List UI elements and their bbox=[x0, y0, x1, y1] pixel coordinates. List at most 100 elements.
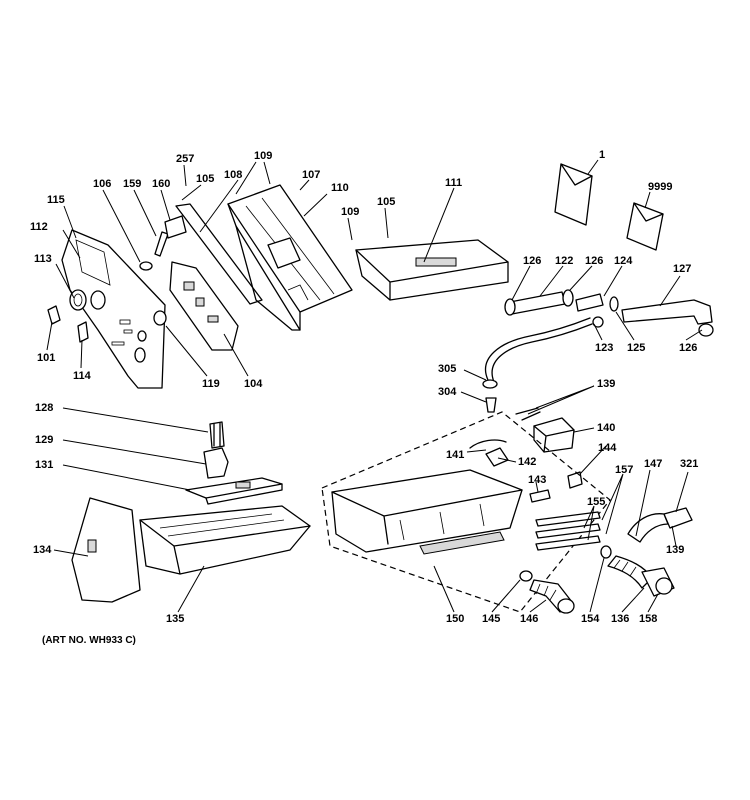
label-150: 150 bbox=[446, 613, 464, 625]
label-145: 145 bbox=[482, 613, 500, 625]
board-160-part bbox=[164, 215, 187, 239]
part-labels: 1 9999 257 109 105 108 107 110 109 106 1… bbox=[30, 149, 698, 646]
label-105b: 105 bbox=[377, 196, 395, 208]
tube-305-part bbox=[484, 317, 591, 381]
envelope-9999-part bbox=[626, 202, 664, 251]
hose-136-part bbox=[607, 555, 653, 589]
label-106: 106 bbox=[93, 178, 111, 190]
label-128: 128 bbox=[35, 402, 53, 414]
label-105a: 105 bbox=[196, 173, 214, 185]
label-154: 154 bbox=[581, 613, 600, 625]
cap-129-part bbox=[203, 447, 229, 479]
manual-envelope-part bbox=[554, 163, 593, 226]
module-140-part bbox=[533, 417, 575, 453]
label-136: 136 bbox=[611, 613, 629, 625]
hose-146-part bbox=[529, 579, 575, 614]
clamp-145-part bbox=[519, 570, 533, 582]
label-115: 115 bbox=[47, 194, 65, 206]
siphon-128-part bbox=[209, 421, 225, 449]
label-159: 159 bbox=[123, 178, 141, 190]
label-104: 104 bbox=[244, 378, 263, 390]
label-124: 124 bbox=[614, 255, 633, 267]
label-158: 158 bbox=[639, 613, 657, 625]
clip-114-part bbox=[77, 321, 89, 343]
label-1: 1 bbox=[599, 149, 605, 161]
ring-106-part bbox=[139, 261, 153, 271]
clamp-126b-part bbox=[562, 289, 574, 307]
label-304: 304 bbox=[438, 386, 457, 398]
label-111: 111 bbox=[445, 177, 462, 189]
art-number: (ART NO. WH933 C) bbox=[42, 635, 136, 646]
clamp-124-part bbox=[609, 296, 619, 312]
fitting-305-part bbox=[482, 379, 498, 389]
label-126c: 126 bbox=[679, 342, 697, 354]
strip-108-part bbox=[175, 203, 263, 305]
label-119: 119 bbox=[202, 378, 220, 390]
leader-lines bbox=[46, 159, 703, 613]
label-141: 141 bbox=[446, 449, 464, 461]
label-107: 107 bbox=[302, 169, 320, 181]
label-140: 140 bbox=[597, 422, 615, 434]
clip-101-part bbox=[47, 305, 61, 325]
clamp-126c-part bbox=[698, 323, 714, 337]
label-321: 321 bbox=[680, 458, 698, 470]
label-135: 135 bbox=[166, 613, 184, 625]
elbow-321-part bbox=[663, 507, 693, 529]
part-143 bbox=[529, 489, 551, 503]
assembly-150-boundary bbox=[321, 411, 611, 613]
label-155: 155 bbox=[587, 496, 605, 508]
control-panel-part bbox=[61, 229, 166, 389]
fitting-304-part bbox=[485, 397, 497, 413]
chassis-frame-part bbox=[227, 184, 353, 331]
label-109b: 109 bbox=[341, 206, 359, 218]
label-142: 142 bbox=[518, 456, 536, 468]
label-143: 143 bbox=[528, 474, 546, 486]
hose-122-part bbox=[509, 291, 566, 315]
label-157: 157 bbox=[615, 464, 633, 476]
label-257: 257 bbox=[176, 153, 194, 165]
hose-124-part bbox=[575, 293, 604, 312]
drawer-135-part bbox=[139, 505, 311, 575]
label-113: 113 bbox=[34, 253, 52, 265]
label-134: 134 bbox=[33, 544, 52, 556]
clamp-126a-part bbox=[504, 298, 516, 316]
label-109a: 109 bbox=[254, 150, 272, 162]
seal-154-part bbox=[600, 545, 612, 559]
label-9999: 9999 bbox=[648, 181, 672, 193]
label-139a: 139 bbox=[597, 378, 615, 390]
label-108: 108 bbox=[224, 169, 242, 181]
label-144: 144 bbox=[598, 442, 617, 454]
knob-part bbox=[69, 289, 87, 311]
label-139b: 139 bbox=[666, 544, 684, 556]
label-126a: 126 bbox=[523, 255, 541, 267]
label-110: 110 bbox=[331, 182, 349, 194]
label-146: 146 bbox=[520, 613, 538, 625]
control-board-part bbox=[153, 261, 239, 351]
label-126b: 126 bbox=[585, 255, 603, 267]
label-112: 112 bbox=[30, 221, 48, 233]
label-305: 305 bbox=[438, 363, 456, 375]
label-101: 101 bbox=[37, 352, 55, 364]
wire-141-part bbox=[469, 439, 507, 449]
label-125: 125 bbox=[627, 342, 645, 354]
label-127: 127 bbox=[673, 263, 691, 275]
label-160: 160 bbox=[152, 178, 170, 190]
tubes-155-part bbox=[535, 511, 601, 551]
clamp-125-part bbox=[592, 316, 604, 328]
control-housing-part bbox=[355, 239, 509, 301]
label-122: 122 bbox=[555, 255, 573, 267]
label-131: 131 bbox=[35, 459, 53, 471]
label-129: 129 bbox=[35, 434, 53, 446]
dispenser-housing-150-part bbox=[331, 469, 523, 555]
drawer-front-134-part bbox=[71, 497, 141, 603]
tube-305-inner bbox=[491, 323, 593, 383]
screws-139-part bbox=[515, 407, 541, 421]
hose-127-part bbox=[621, 299, 713, 325]
label-114: 114 bbox=[73, 370, 92, 382]
valve-142-part bbox=[485, 447, 509, 467]
label-123: 123 bbox=[595, 342, 613, 354]
hose-147-part bbox=[627, 513, 669, 543]
label-147: 147 bbox=[644, 458, 662, 470]
clip-144-part bbox=[567, 471, 583, 489]
